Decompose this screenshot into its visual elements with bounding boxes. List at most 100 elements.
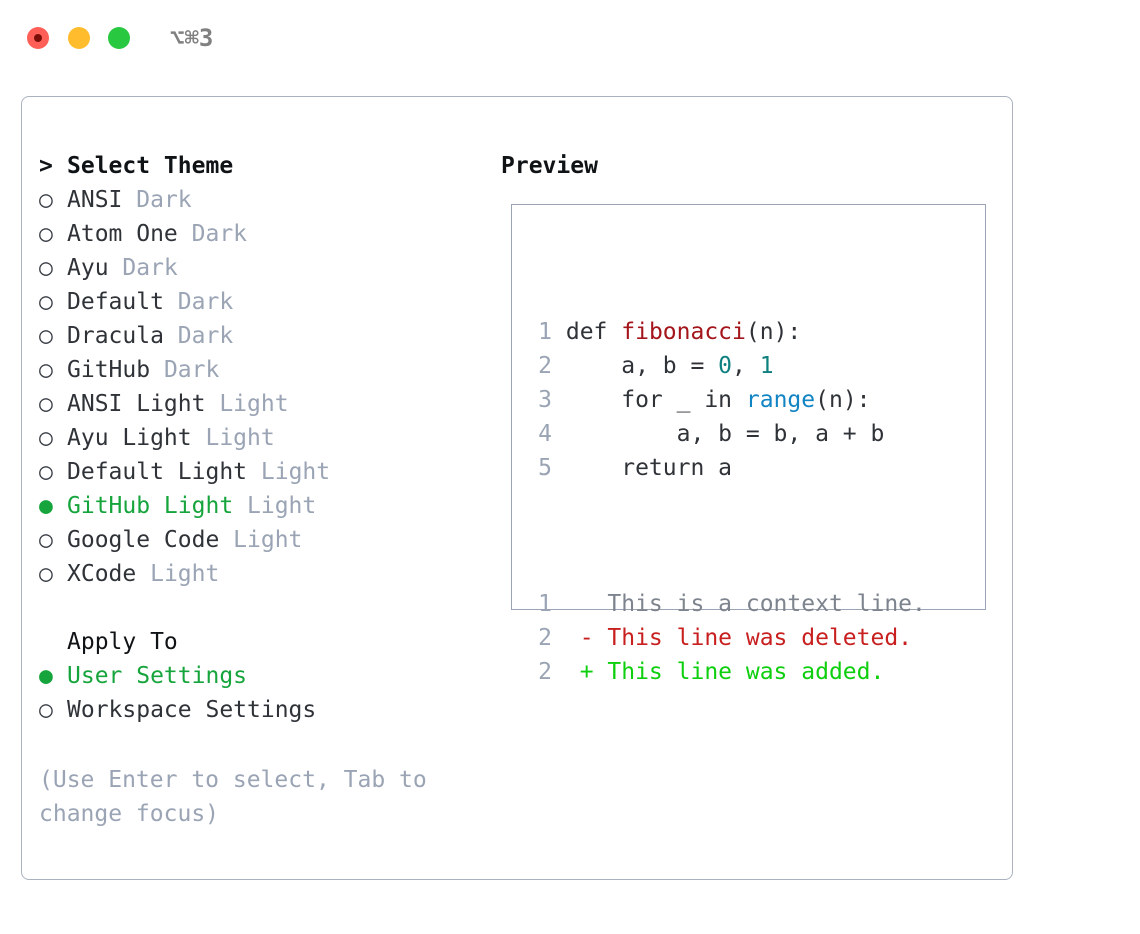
theme-item-category: Light bbox=[219, 391, 289, 417]
diff-sample-block: 1 This is a context line.2 - This line w… bbox=[530, 587, 979, 689]
theme-item-name: Default Light bbox=[67, 459, 261, 485]
diff-line-added: + This line was added. bbox=[552, 659, 885, 685]
preview-column: Preview 1 def fibonacci(n):2 a, b = 0, 1… bbox=[501, 149, 991, 685]
radio-unselected-icon[interactable]: ○ bbox=[39, 187, 67, 213]
theme-list-item[interactable]: ○ Ayu Light Light bbox=[39, 421, 489, 455]
theme-item-category: Dark bbox=[122, 255, 178, 281]
radio-unselected-icon[interactable]: ○ bbox=[39, 255, 67, 281]
theme-list-item[interactable]: ○ Dracula Dark bbox=[39, 319, 489, 353]
main-panel: > Select Theme○ ANSI Dark○ Atom One Dark… bbox=[21, 96, 1013, 880]
close-window-button[interactable] bbox=[27, 27, 49, 49]
title-bar: ⌥⌘3 bbox=[0, 0, 1140, 76]
diff-line-deleted: - This line was deleted. bbox=[552, 625, 913, 651]
apply-to-option-label: Workspace Settings bbox=[67, 697, 317, 723]
theme-item-category: Dark bbox=[177, 323, 234, 349]
theme-list-item[interactable]: ○ Google Code Light bbox=[39, 523, 489, 557]
theme-list-item[interactable]: ○ Default Light Light bbox=[39, 455, 489, 489]
theme-list-item[interactable]: ○ ANSI Dark bbox=[39, 183, 489, 217]
theme-item-category: Light bbox=[205, 425, 275, 451]
code-token-plain: (n): bbox=[745, 319, 802, 345]
diff-line: 1 This is a context line. bbox=[530, 587, 979, 621]
code-line-number: 1 bbox=[538, 319, 552, 345]
apply-to-list: Apply To● User Settings○ Workspace Setti… bbox=[39, 591, 489, 727]
section-spacer bbox=[39, 591, 489, 625]
maximize-window-button[interactable] bbox=[108, 27, 130, 49]
theme-item-category: Dark bbox=[191, 221, 248, 247]
theme-list-item[interactable]: ● GitHub Light Light bbox=[39, 489, 489, 523]
radio-unselected-icon[interactable]: ○ bbox=[39, 391, 67, 417]
code-token-plain: def bbox=[552, 319, 622, 345]
theme-item-name: Ayu Light bbox=[67, 425, 206, 451]
code-line: 2 a, b = 0, 1 bbox=[530, 349, 979, 383]
theme-item-name: XCode bbox=[67, 561, 151, 587]
theme-item-category: Dark bbox=[136, 187, 192, 213]
diff-line-number: 1 bbox=[538, 591, 552, 617]
diff-line-number: 2 bbox=[538, 625, 552, 651]
code-token-num: 0 bbox=[718, 353, 733, 379]
theme-list-item[interactable]: ○ Atom One Dark bbox=[39, 217, 489, 251]
radio-unselected-icon[interactable]: ○ bbox=[39, 425, 67, 451]
theme-selection-column: > Select Theme○ ANSI Dark○ Atom One Dark… bbox=[39, 149, 489, 727]
code-token-num: 1 bbox=[759, 353, 774, 379]
theme-item-name: Atom One bbox=[67, 221, 192, 247]
theme-section-heading: > Select Theme bbox=[39, 149, 489, 183]
caret-icon: > bbox=[39, 153, 67, 179]
radio-unselected-icon[interactable]: ○ bbox=[39, 289, 67, 315]
theme-item-category: Light bbox=[150, 561, 220, 587]
code-token-plain: return a bbox=[552, 455, 733, 481]
diff-line-context: This is a context line. bbox=[552, 591, 926, 617]
theme-item-category: Dark bbox=[177, 289, 234, 315]
code-token-plain: for _ in bbox=[552, 387, 746, 413]
theme-list-item[interactable]: ○ ANSI Light Light bbox=[39, 387, 489, 421]
heading-indent bbox=[39, 625, 67, 659]
radio-unselected-icon[interactable]: ○ bbox=[39, 697, 67, 723]
theme-list-item[interactable]: ○ GitHub Dark bbox=[39, 353, 489, 387]
apply-to-title: Apply To bbox=[67, 629, 178, 655]
preview-heading: Preview bbox=[501, 153, 598, 179]
radio-unselected-icon[interactable]: ○ bbox=[39, 323, 67, 349]
apply-to-option-label: User Settings bbox=[67, 663, 248, 689]
minimize-window-button[interactable] bbox=[68, 27, 90, 49]
apply-to-option[interactable]: ○ Workspace Settings bbox=[39, 693, 489, 727]
code-token-call: range bbox=[745, 387, 816, 413]
radio-unselected-icon[interactable]: ○ bbox=[39, 561, 67, 587]
theme-item-category: Light bbox=[233, 527, 303, 553]
code-token-plain: , bbox=[732, 353, 760, 379]
code-token-fn: fibonacci bbox=[621, 319, 746, 345]
theme-section-title: Select Theme bbox=[67, 153, 234, 179]
diff-line: 2 - This line was deleted. bbox=[530, 621, 979, 655]
code-line-number: 5 bbox=[538, 455, 552, 481]
theme-list-item[interactable]: ○ Default Dark bbox=[39, 285, 489, 319]
theme-item-name: Ayu bbox=[67, 255, 123, 281]
theme-item-name: ANSI Light bbox=[67, 391, 220, 417]
theme-item-category: Light bbox=[247, 493, 317, 519]
code-line-number: 3 bbox=[538, 387, 552, 413]
radio-selected-icon[interactable]: ● bbox=[39, 663, 67, 689]
radio-unselected-icon[interactable]: ○ bbox=[39, 527, 67, 553]
theme-list: > Select Theme○ ANSI Dark○ Atom One Dark… bbox=[39, 149, 489, 591]
radio-unselected-icon[interactable]: ○ bbox=[39, 357, 67, 383]
diff-line-number: 2 bbox=[538, 659, 552, 685]
theme-item-name: Google Code bbox=[67, 527, 234, 553]
apply-to-heading: Apply To bbox=[39, 625, 489, 659]
radio-unselected-icon[interactable]: ○ bbox=[39, 459, 67, 485]
radio-selected-icon[interactable]: ● bbox=[39, 493, 67, 519]
code-line: 4 a, b = b, a + b bbox=[530, 417, 979, 451]
code-token-plain: a, b = bbox=[552, 353, 719, 379]
code-line-number: 2 bbox=[538, 353, 552, 379]
help-hint-text: (Use Enter to select, Tab to change focu… bbox=[39, 767, 427, 827]
radio-unselected-icon[interactable]: ○ bbox=[39, 221, 67, 247]
code-line: 3 for _ in range(n): bbox=[530, 383, 979, 417]
theme-item-category: Dark bbox=[163, 357, 220, 383]
apply-to-option[interactable]: ● User Settings bbox=[39, 659, 489, 693]
theme-item-name: GitHub bbox=[67, 357, 164, 383]
code-token-plain: (n): bbox=[815, 387, 871, 413]
theme-list-item[interactable]: ○ XCode Light bbox=[39, 557, 489, 591]
theme-list-item[interactable]: ○ Ayu Dark bbox=[39, 251, 489, 285]
code-token-plain: a, b = b, a + b bbox=[552, 421, 885, 447]
code-line: 5 return a bbox=[530, 451, 979, 485]
